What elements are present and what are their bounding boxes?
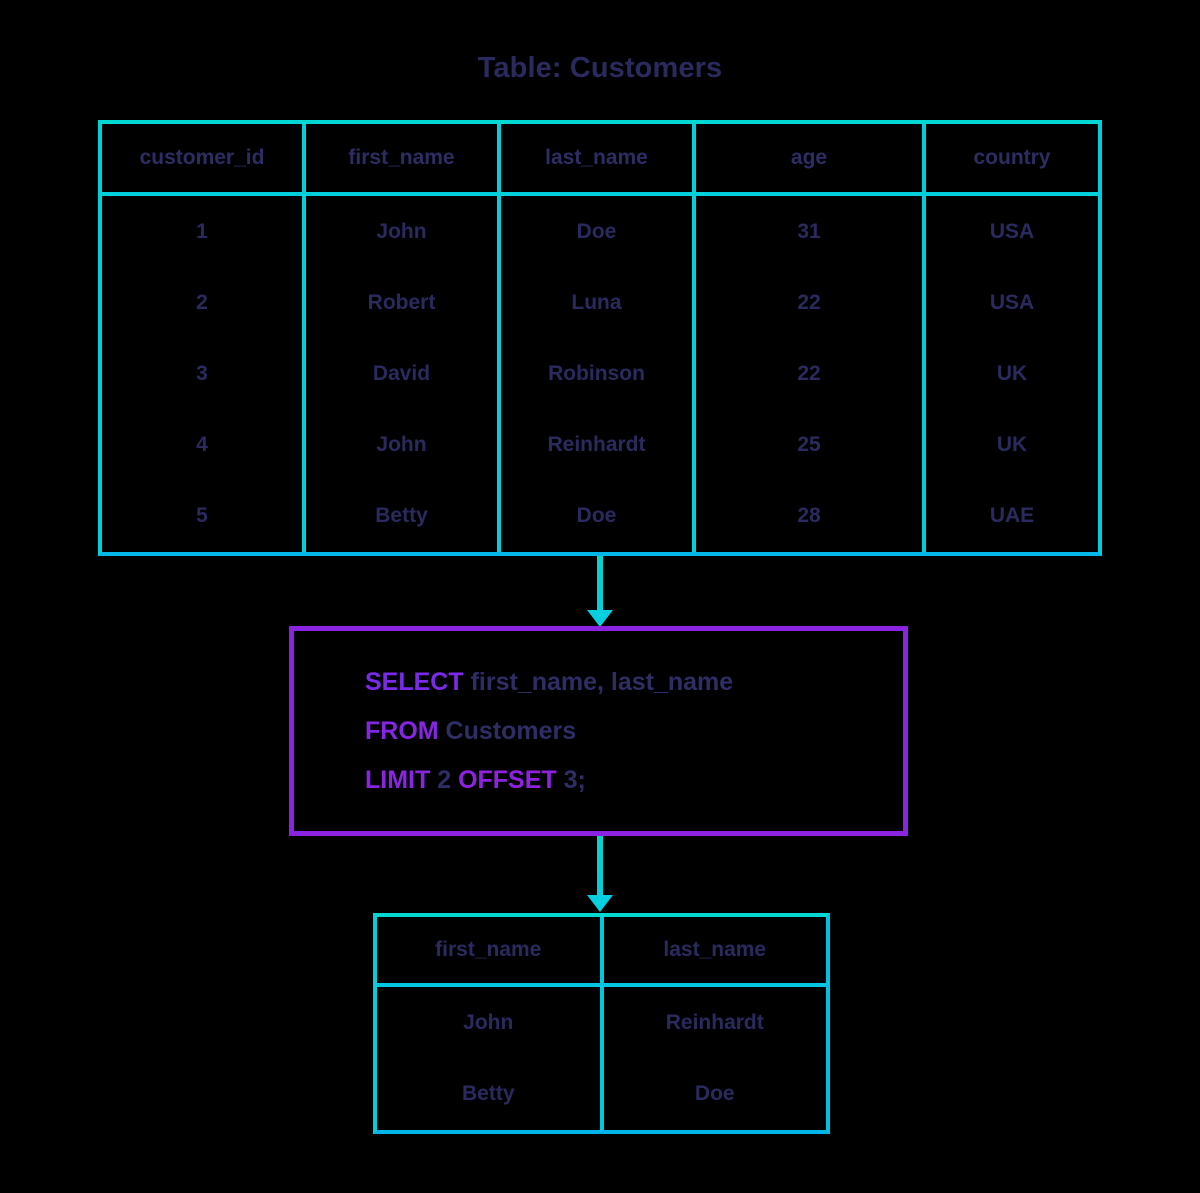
sql-line-from: FROM Customers bbox=[365, 707, 903, 756]
cell-last-name: Doe bbox=[499, 480, 696, 552]
table-header: customer_id first_name last_name age cou… bbox=[102, 124, 1098, 196]
column-header-first-name: first_name bbox=[304, 124, 501, 196]
sql-keyword-select: SELECT bbox=[365, 667, 464, 696]
cell-country: USA bbox=[989, 219, 1035, 243]
cell-customer-id: 2 bbox=[102, 267, 306, 339]
result-table: first_name last_name John Reinhardt Bett… bbox=[373, 913, 830, 1134]
arrow-head bbox=[587, 895, 613, 912]
cell-last-name: Doe bbox=[694, 1082, 735, 1106]
cell-first-name: John bbox=[377, 985, 604, 1059]
cell-first-name: David bbox=[304, 338, 501, 410]
table-row: 1 John Doe 31 USA bbox=[102, 194, 1098, 268]
sql-keyword-from: FROM bbox=[365, 716, 439, 745]
query-result-table: first_name last_name John Reinhardt Bett… bbox=[377, 917, 826, 1130]
sql-keyword-limit: LIMIT bbox=[365, 765, 431, 794]
column-header-last-name: last_name bbox=[601, 917, 826, 987]
result-table-header: first_name last_name bbox=[377, 917, 826, 987]
cell-age: 22 bbox=[694, 267, 926, 339]
cell-last-name: Luna bbox=[499, 267, 696, 339]
table-row: John Reinhardt bbox=[377, 985, 826, 1059]
cell-country: USA bbox=[989, 290, 1035, 314]
cell-last-name: Reinhardt bbox=[499, 409, 696, 481]
cell-country: UAE bbox=[989, 504, 1035, 528]
column-header-last-name: last_name bbox=[499, 124, 696, 196]
cell-customer-id: 4 bbox=[102, 409, 306, 481]
cell-first-name: John bbox=[304, 194, 501, 268]
cell-country: UK bbox=[996, 362, 1028, 385]
arrow-shaft bbox=[597, 836, 603, 896]
cell-age: 28 bbox=[694, 480, 926, 552]
arrow-shaft bbox=[597, 556, 603, 612]
column-header-country: country bbox=[924, 124, 1098, 196]
sql-text-table: Customers bbox=[438, 716, 577, 745]
cell-customer-id: 5 bbox=[102, 480, 306, 552]
column-header-customer-id: customer_id bbox=[102, 124, 306, 196]
source-table: customer_id first_name last_name age cou… bbox=[98, 120, 1102, 556]
table-body: 1 John Doe 31 USA 2 Robert Luna 22 USA 3… bbox=[102, 194, 1098, 552]
cell-age: 22 bbox=[694, 338, 926, 410]
sql-query-box: SELECT first_name, last_name FROM Custom… bbox=[289, 626, 908, 836]
cell-first-name: John bbox=[304, 409, 501, 481]
cell-age: 31 bbox=[694, 194, 926, 268]
header-row: customer_id first_name last_name age cou… bbox=[102, 124, 1098, 196]
table-row: 3 David Robinson 22 UK bbox=[102, 338, 1098, 410]
cell-first-name: Betty bbox=[304, 480, 501, 552]
table-row: Betty Doe bbox=[377, 1058, 826, 1130]
cell-customer-id: 1 bbox=[102, 194, 306, 268]
sql-text-columns: first_name, last_name bbox=[463, 667, 734, 696]
cell-age: 25 bbox=[694, 409, 926, 481]
sql-keyword-offset: OFFSET bbox=[458, 765, 557, 794]
cell-last-name: Robinson bbox=[499, 338, 696, 410]
customers-table: customer_id first_name last_name age cou… bbox=[102, 124, 1098, 552]
arrow-head bbox=[587, 610, 613, 627]
column-header-age: age bbox=[694, 124, 926, 196]
table-row: 5 Betty Doe 28 UAE bbox=[102, 480, 1098, 552]
cell-first-name: Robert bbox=[304, 267, 501, 339]
sql-text-offset-value: 3; bbox=[556, 765, 586, 794]
result-table-body: John Reinhardt Betty Doe bbox=[377, 985, 826, 1130]
table-row: 2 Robert Luna 22 USA bbox=[102, 267, 1098, 339]
table-row: 4 John Reinhardt 25 UK bbox=[102, 409, 1098, 481]
cell-last-name: Reinhardt bbox=[665, 1010, 764, 1034]
arrow-down-icon bbox=[587, 556, 613, 628]
cell-first-name: Betty bbox=[377, 1058, 604, 1130]
cell-last-name: Doe bbox=[499, 194, 696, 268]
sql-line-select: SELECT first_name, last_name bbox=[365, 658, 903, 707]
sql-text-limit-value: 2 bbox=[430, 765, 459, 794]
cell-country: UK bbox=[996, 433, 1028, 457]
page-title: Table: Customers bbox=[477, 52, 723, 84]
arrow-down-icon bbox=[587, 836, 613, 914]
sql-line-limit-offset: LIMIT 2 OFFSET 3; bbox=[365, 756, 903, 805]
header-row: first_name last_name bbox=[377, 917, 826, 987]
cell-customer-id: 3 bbox=[102, 338, 306, 410]
column-header-first-name: first_name bbox=[377, 917, 604, 987]
